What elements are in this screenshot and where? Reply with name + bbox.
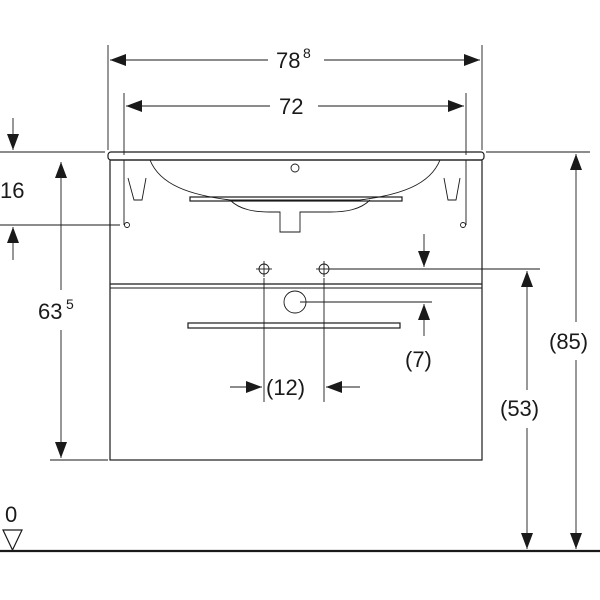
total-width-value: 78	[276, 48, 300, 73]
floor-level-label: 0	[5, 502, 17, 527]
cabinet-height-dimension: 63 5	[38, 162, 108, 461]
total-width-dimension: 78 8	[107, 45, 483, 150]
basin-width-dimension: 72	[123, 93, 467, 155]
washbasin	[107, 151, 485, 233]
total-width-fraction: 8	[303, 45, 311, 61]
basin-depth-value: 16	[0, 178, 24, 203]
water-connection-icons	[256, 261, 332, 277]
outlet-offset-value: (7)	[405, 347, 432, 372]
cabinet-height-fraction: 5	[66, 296, 74, 312]
cabinet-height-value: 63	[38, 299, 62, 324]
total-height-value: (85)	[549, 329, 588, 354]
total-height-dimension: (85)	[486, 151, 590, 549]
drawer-handle	[187, 322, 401, 329]
vanity-cabinet	[109, 159, 483, 461]
outlet-offset-dimension: (7)	[300, 234, 432, 372]
basin-depth-dimension: 16	[0, 118, 120, 260]
outlet-height-value: (53)	[500, 396, 539, 421]
outlet-height-dimension: (53)	[330, 268, 540, 549]
basin-width-value: 72	[279, 94, 303, 119]
tap-spacing-value: (12)	[266, 375, 305, 400]
tap-spacing-dimension: (12)	[230, 278, 360, 402]
floor-level-marker	[2, 529, 23, 552]
